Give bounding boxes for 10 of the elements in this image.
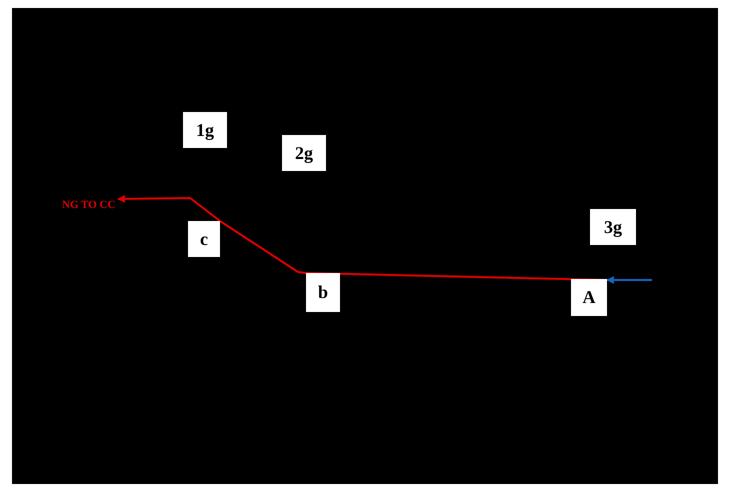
pipe-label: 2g <box>282 135 326 171</box>
flow-arrow <box>606 276 652 284</box>
pipe-label: 3g <box>590 209 636 245</box>
flow-arrow <box>117 194 221 222</box>
point-label: b <box>306 273 340 312</box>
point-label: A <box>571 279 607 316</box>
pipe-line <box>219 220 306 274</box>
pipe-label: 1g <box>183 112 227 148</box>
point-label: c <box>188 221 220 257</box>
outlet-label: NG TO CC <box>62 199 116 211</box>
